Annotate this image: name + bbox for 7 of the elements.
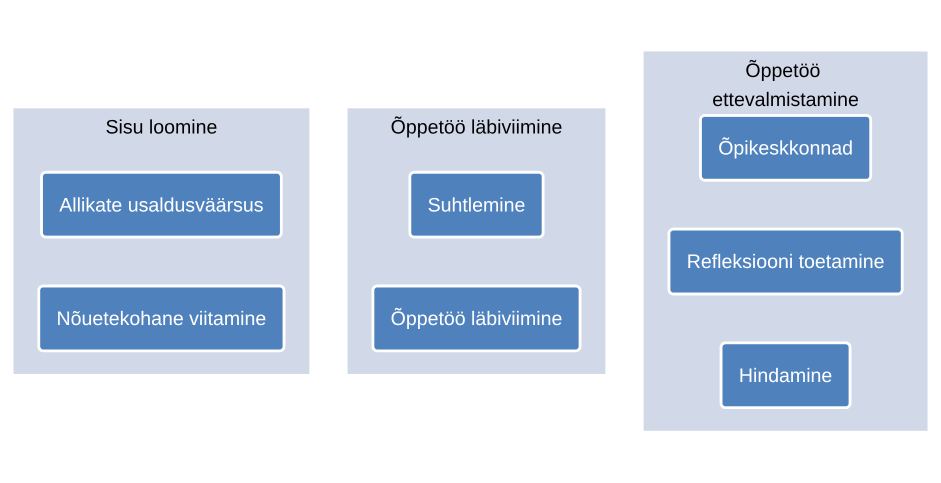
topic-box: Õppetöö läbiviimine (372, 285, 582, 353)
topic-box: Refleksiooni toetamine (668, 228, 904, 296)
topic-box: Hindamine (720, 342, 852, 410)
topic-box: Nõuetekohane viitamine (37, 285, 286, 353)
topic-box: Suhtlemine (408, 171, 544, 239)
topic-box: Allikate usaldusväärsus (40, 171, 283, 239)
topic-box: Õpikeskkonnad (699, 114, 872, 182)
